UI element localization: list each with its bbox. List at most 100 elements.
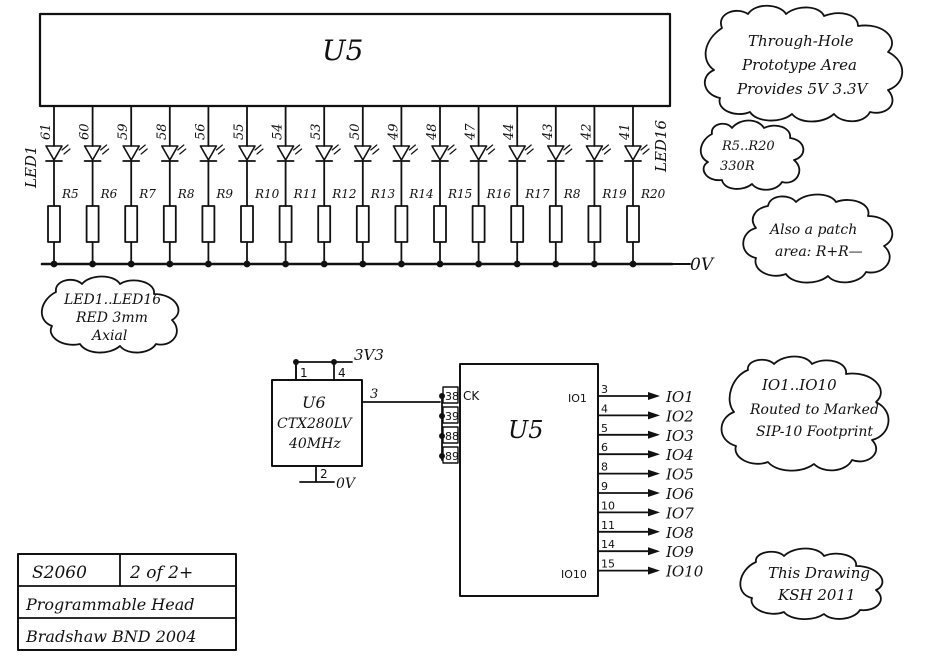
resistor-symbol	[124, 205, 139, 243]
resistor-symbol	[240, 205, 254, 243]
io-arrow-icon	[648, 469, 660, 478]
led-light-arrows-icon	[61, 144, 71, 155]
led-pin-number: 49	[386, 123, 401, 141]
ground-bus-label: 0V	[690, 255, 715, 275]
led-light-arrows-icon	[177, 144, 187, 155]
resistor-label: R10	[254, 187, 280, 201]
main-chip-left-pin-dot	[439, 453, 445, 459]
led-light-arrows-icon	[370, 144, 380, 155]
resistor-symbol	[47, 205, 61, 243]
io-output-pin: 15 IO10	[597, 558, 704, 581]
led-symbol	[431, 145, 449, 161]
led-symbol	[238, 145, 256, 161]
io-signal-label: IO9	[665, 543, 694, 561]
led-pin-number: 47	[464, 123, 479, 141]
io-signal-label: IO4	[665, 446, 694, 464]
note-drawing-line-1: This Drawing	[768, 564, 870, 582]
resistor-label: R6	[100, 187, 118, 201]
oscillator-ground-label: 0V	[336, 476, 357, 492]
resistor-symbol	[355, 205, 370, 243]
led-symbol	[199, 145, 218, 161]
led-light-arrows-icon	[563, 144, 573, 155]
ground-bus: 0V	[40, 255, 715, 275]
oscillator-pin-4: 4	[338, 366, 346, 380]
led-light-arrows-icon	[293, 144, 303, 155]
note-led-spec-line-1: LED1..LED16	[63, 292, 161, 308]
led-symbol	[354, 145, 372, 161]
resistor-label: R17	[524, 187, 550, 201]
io-signal-label: IO1	[665, 388, 694, 406]
io-pin-number: 15	[601, 558, 615, 571]
resistor-label: R8	[177, 187, 195, 201]
note-io-routing-line-1: IO1..IO10	[761, 376, 837, 394]
oscillator-u6: U6 CTX280LV 40MHz 1 4 3V3 2 0V 3	[271, 346, 441, 492]
resistor-label: R9	[215, 187, 233, 201]
led-pin-number: 58	[155, 123, 170, 140]
led-pin-number: 44	[502, 123, 517, 141]
resistor-symbol	[394, 205, 409, 243]
resistor-symbol	[626, 205, 640, 243]
oscillator-ref: U6	[302, 393, 326, 412]
resistor-symbol	[162, 205, 177, 243]
title-block-title: Programmable Head	[25, 595, 194, 614]
title-block-code: S2060	[32, 563, 87, 583]
io-arrow-icon	[648, 450, 660, 459]
title-block-sheet: 2 of 2+	[129, 563, 193, 583]
note-drawing-line-2: KSH 2011	[777, 586, 856, 604]
io-signal-label: IO2	[665, 407, 694, 425]
oscillator-supply-label: 3V3	[354, 346, 384, 364]
led-symbol	[547, 145, 565, 161]
note-through-hole: Through-Hole Prototype Area Provides 5V …	[704, 4, 904, 123]
main-chip-label: U5	[508, 416, 544, 444]
io-pin-number: 9	[601, 480, 608, 493]
resistor-label: R8	[563, 187, 581, 201]
led-resistor-array: 61R560R659R758R856R955R1054R1153R1250R13…	[39, 105, 666, 268]
resistor-label: R7	[138, 187, 156, 201]
resistor-symbol	[201, 205, 216, 243]
top-chip-label: U5	[322, 34, 363, 67]
resistor-symbol	[548, 205, 563, 243]
note-patch-area-line-1: Also a patch	[768, 222, 857, 238]
resistor-symbol	[510, 205, 525, 243]
io-pin-number: 5	[601, 422, 608, 435]
led-first-label: LED1	[22, 146, 40, 189]
io-arrow-icon	[648, 489, 660, 497]
main-chip-left-pin-number: 89	[445, 450, 459, 463]
note-through-hole-line-3: Provides 5V 3.3V	[736, 80, 870, 98]
led-pin-number: 54	[271, 123, 286, 140]
led-light-arrows-icon	[215, 144, 225, 155]
io-signal-label: IO3	[665, 427, 694, 445]
led-symbol	[585, 145, 604, 161]
io-pin-number: 3	[601, 383, 608, 396]
led-pin-number: 53	[309, 123, 324, 140]
io-signal-label: IO10	[665, 563, 704, 581]
led-symbol	[508, 145, 526, 161]
led-light-arrows-icon	[524, 144, 534, 155]
resistor-label: R13	[370, 187, 396, 201]
led-pin-number: 56	[193, 123, 208, 140]
resistor-symbol	[433, 205, 447, 243]
resistor-symbol	[587, 205, 602, 243]
oscillator-pin-2: 2	[320, 467, 328, 481]
top-chip-u5: U5	[38, 12, 672, 108]
io-output-pin: 3 IO1	[597, 383, 694, 406]
led-pin-number: 41	[618, 123, 633, 141]
io-arrow-icon	[648, 547, 660, 556]
title-block: S2060 2 of 2+ Programmable Head Bradshaw…	[17, 553, 237, 651]
led-light-arrows-icon	[447, 144, 457, 155]
